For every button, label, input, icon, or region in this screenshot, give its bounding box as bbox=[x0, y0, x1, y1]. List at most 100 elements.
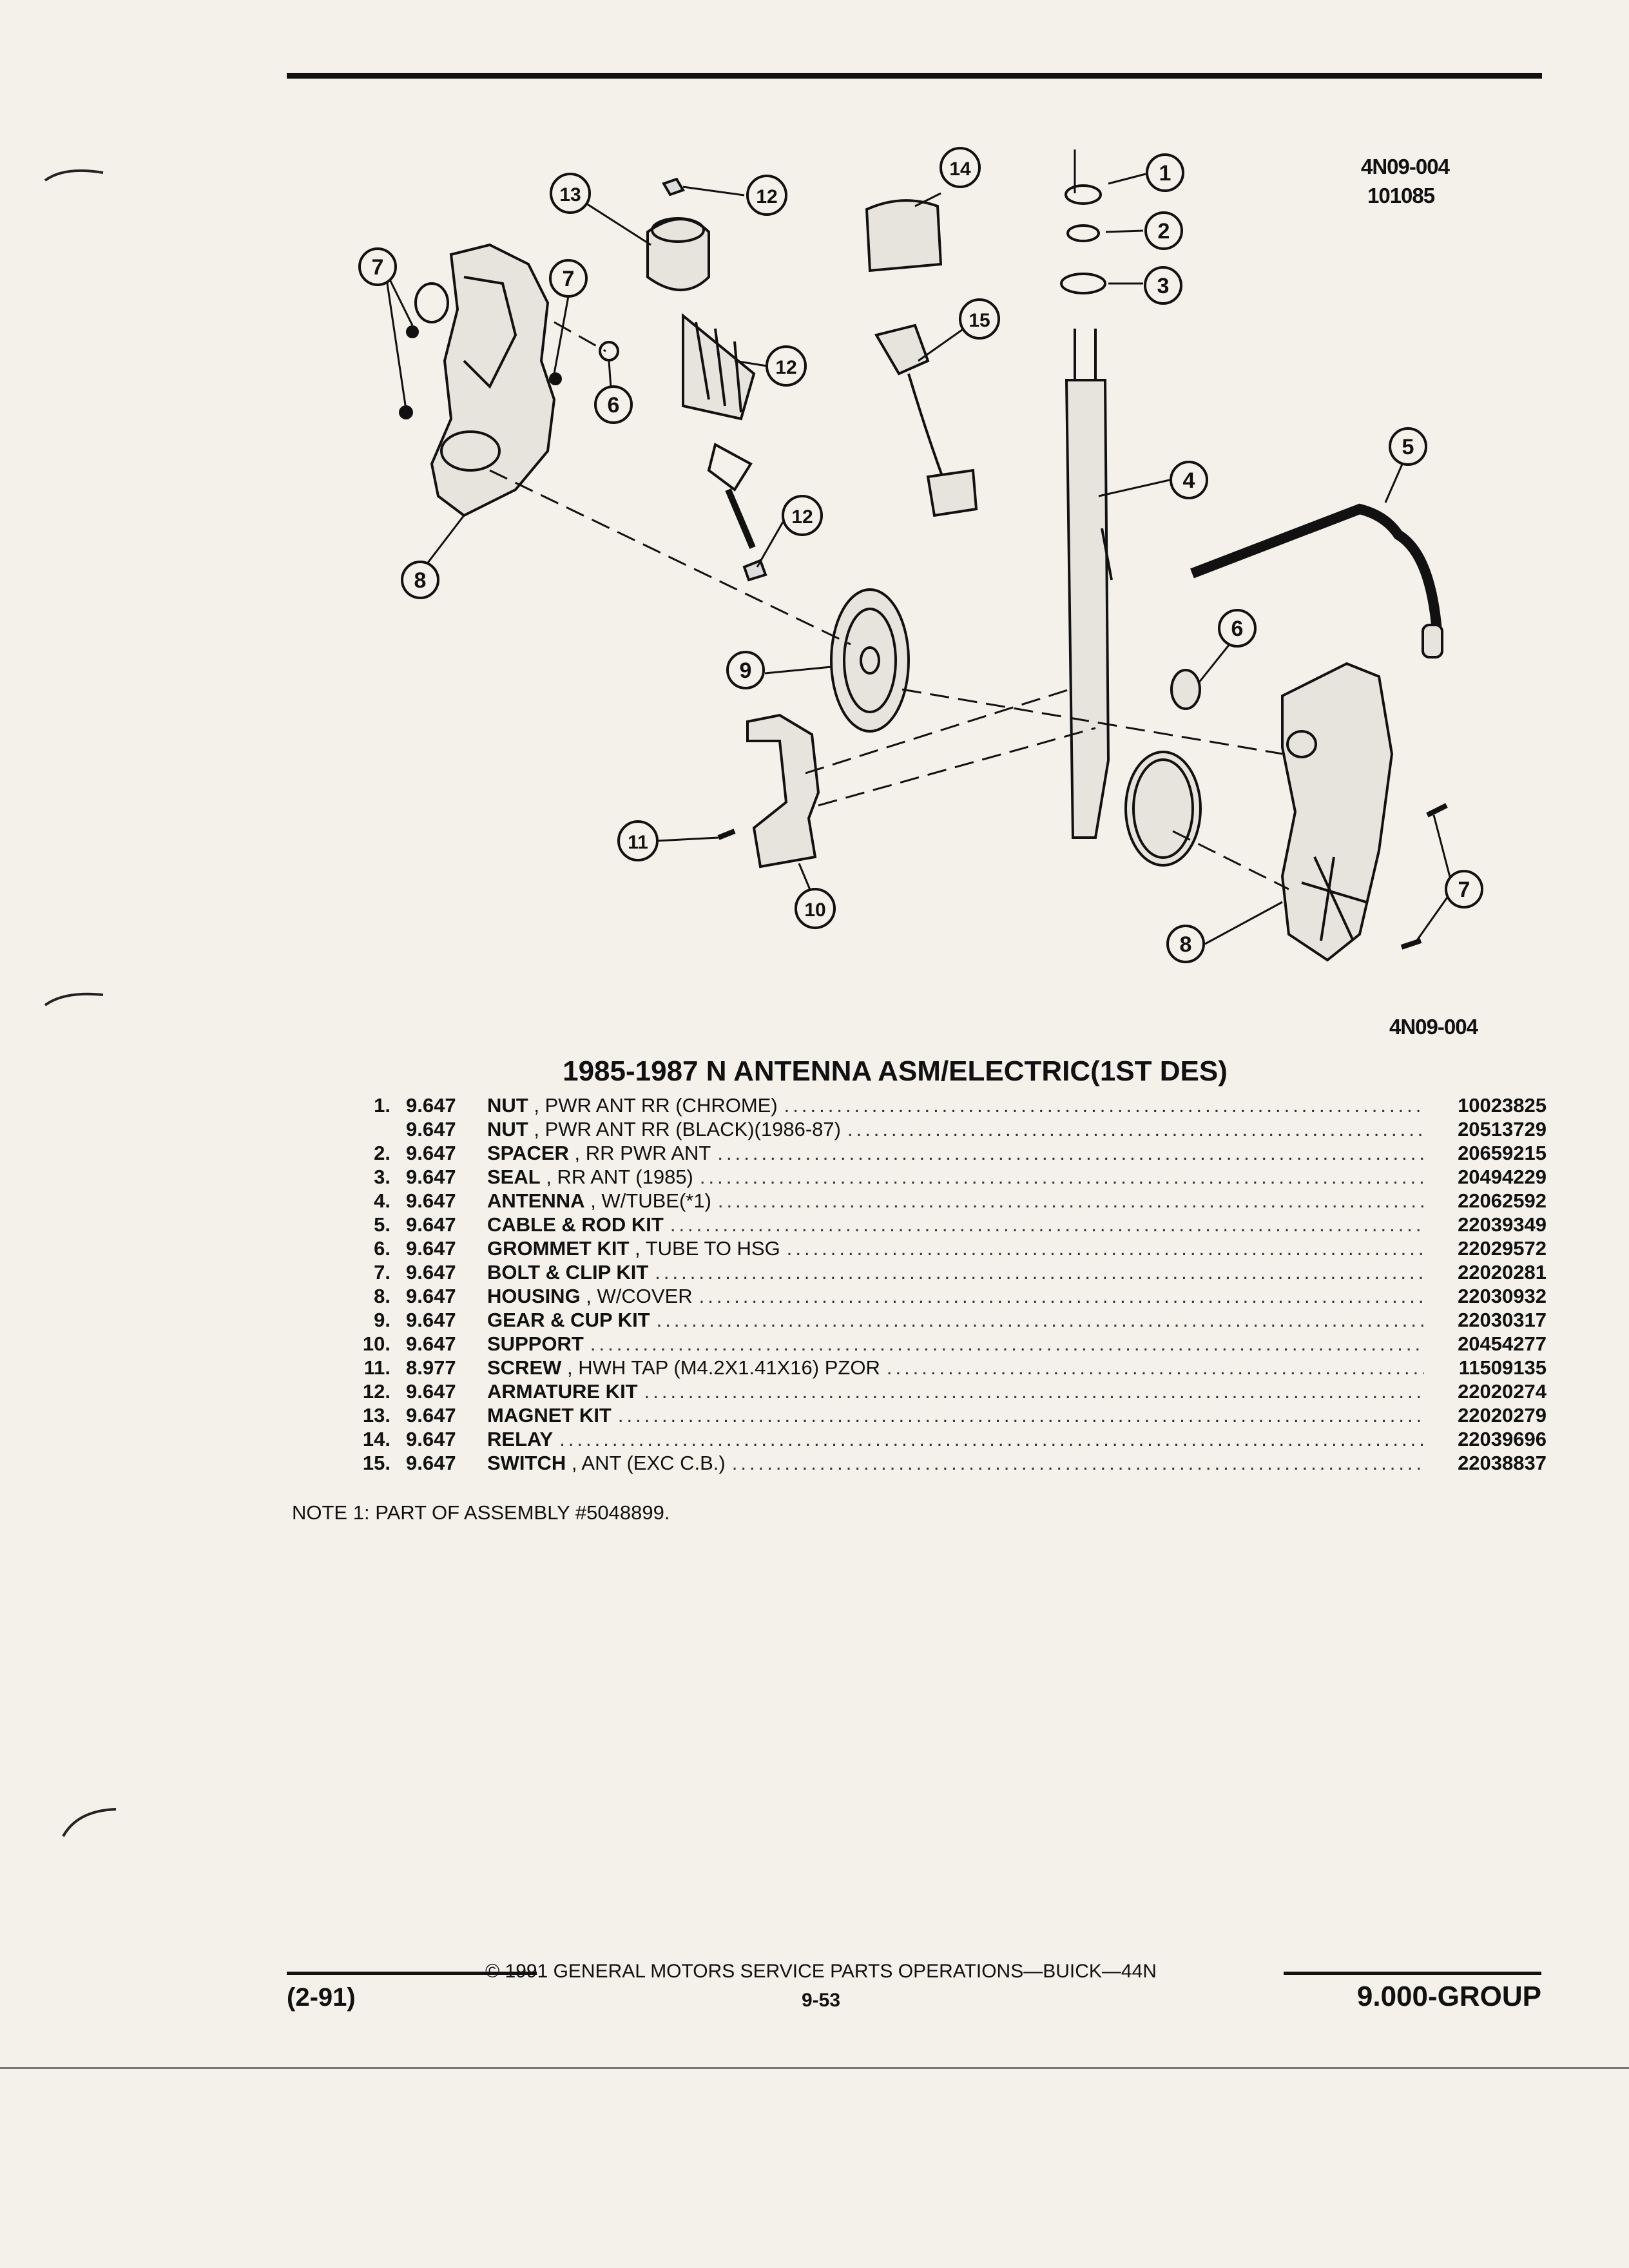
group-number: 9.647 bbox=[406, 1285, 456, 1307]
item-number: 9. bbox=[374, 1309, 390, 1331]
part-detail: , ANT (EXC C.B.) bbox=[571, 1452, 726, 1474]
group-number: 8.977 bbox=[406, 1356, 456, 1379]
group-number: 9.647 bbox=[406, 1309, 456, 1331]
svg-text:13: 13 bbox=[559, 184, 581, 206]
callout-11: 11 bbox=[617, 820, 659, 861]
callout-12c: 12 bbox=[782, 495, 823, 536]
callout-3: 3 bbox=[1144, 266, 1182, 305]
part-name: SCREW bbox=[487, 1356, 562, 1379]
part-number: 22030932 bbox=[1458, 1285, 1547, 1307]
footer-page-number: 9-53 bbox=[801, 1990, 841, 2011]
part-description: GEAR & CUP KIT bbox=[487, 1309, 1424, 1332]
item-number: 13. bbox=[362, 1404, 390, 1427]
part-name: MAGNET KIT bbox=[487, 1404, 612, 1427]
part-description: BOLT & CLIP KIT bbox=[487, 1261, 1424, 1284]
part-detail: , TUBE TO HSG bbox=[635, 1237, 780, 1260]
group-number: 9.647 bbox=[406, 1332, 456, 1355]
item-number: 14. bbox=[362, 1428, 390, 1450]
part-name: ARMATURE KIT bbox=[487, 1380, 638, 1403]
part-number: 22062592 bbox=[1458, 1189, 1547, 1212]
svg-text:5: 5 bbox=[1402, 435, 1414, 459]
part-name: NUT bbox=[487, 1118, 528, 1140]
part-number: 20454277 bbox=[1458, 1332, 1547, 1355]
svg-text:12: 12 bbox=[791, 506, 813, 528]
part-number: 22020281 bbox=[1458, 1261, 1547, 1283]
diagram-ref-code: 4N09-004 bbox=[1361, 155, 1450, 178]
item-number: 6. bbox=[374, 1237, 390, 1260]
svg-text:12: 12 bbox=[756, 186, 777, 207]
footer-group: 9.000-GROUP bbox=[1356, 1981, 1541, 2012]
footer-rule-left bbox=[287, 1972, 537, 1975]
group-number: 9.647 bbox=[406, 1380, 456, 1403]
part-number: 22030317 bbox=[1458, 1309, 1547, 1331]
svg-text:8: 8 bbox=[1180, 932, 1192, 957]
part-number: 20513729 bbox=[1458, 1118, 1547, 1140]
dot-leader bbox=[778, 1094, 1424, 1117]
dot-leader bbox=[648, 1261, 1424, 1284]
item-number: 2. bbox=[374, 1142, 390, 1164]
svg-text:12: 12 bbox=[775, 357, 796, 378]
part-description: SUPPORT bbox=[487, 1332, 1424, 1356]
part-description: RELAY bbox=[487, 1428, 1424, 1451]
callout-15: 15 bbox=[959, 298, 1000, 340]
part-name: HOUSING bbox=[487, 1285, 581, 1307]
dot-leader bbox=[726, 1452, 1424, 1475]
group-number: 9.647 bbox=[406, 1118, 456, 1140]
item-number: 1. bbox=[374, 1094, 390, 1117]
item-number: 7. bbox=[374, 1261, 390, 1283]
svg-text:9: 9 bbox=[740, 658, 752, 683]
svg-text:6: 6 bbox=[608, 393, 620, 418]
svg-text:7: 7 bbox=[1458, 878, 1470, 902]
part-description: SPACER , RR PWR ANT bbox=[487, 1142, 1424, 1165]
svg-text:15: 15 bbox=[969, 310, 990, 331]
part-description: SWITCH , ANT (EXC C.B.) bbox=[487, 1452, 1424, 1475]
exploded-parts-diagram: 1 2 3 4 5 6 6 7 7 7 8 8 9 10 11 12 12 12… bbox=[358, 147, 1483, 963]
svg-text:2: 2 bbox=[1158, 219, 1170, 244]
part-name: SUPPORT bbox=[487, 1332, 584, 1355]
part-name: SEAL bbox=[487, 1166, 541, 1188]
svg-text:11: 11 bbox=[628, 832, 648, 853]
part-detail: , W/COVER bbox=[586, 1285, 693, 1307]
footer-rule-right bbox=[1284, 1972, 1541, 1975]
part-name: SPACER bbox=[487, 1142, 569, 1164]
part-description: NUT , PWR ANT RR (BLACK)(1986-87) bbox=[487, 1118, 1424, 1141]
callout-4: 4 bbox=[1170, 461, 1208, 499]
svg-text:4: 4 bbox=[1183, 468, 1195, 493]
dot-leader bbox=[841, 1118, 1424, 1141]
item-number: 11. bbox=[363, 1356, 390, 1379]
item-number: 12. bbox=[362, 1380, 390, 1403]
dot-leader bbox=[693, 1285, 1424, 1308]
part-name: ANTENNA bbox=[487, 1189, 585, 1212]
part-description: ARMATURE KIT bbox=[487, 1380, 1424, 1403]
callout-13: 13 bbox=[550, 173, 591, 214]
callout-2: 2 bbox=[1144, 211, 1183, 250]
part-number: 11509135 bbox=[1458, 1356, 1547, 1379]
part-detail: , W/TUBE(*1) bbox=[590, 1189, 711, 1212]
group-number: 9.647 bbox=[406, 1237, 456, 1260]
dot-leader bbox=[638, 1380, 1424, 1403]
callout-8: 8 bbox=[401, 561, 439, 599]
part-number: 22020274 bbox=[1458, 1380, 1547, 1403]
svg-text:1: 1 bbox=[1159, 161, 1171, 186]
part-name: SWITCH bbox=[487, 1452, 566, 1474]
footer-copyright: © 1991 GENERAL MOTORS SERVICE PARTS OPER… bbox=[485, 1961, 1157, 1982]
part-name: CABLE & ROD KIT bbox=[487, 1213, 664, 1236]
dot-leader bbox=[612, 1404, 1424, 1427]
part-name: GEAR & CUP KIT bbox=[487, 1309, 650, 1331]
dot-leader bbox=[650, 1309, 1424, 1332]
diagram-ref-date: 101085 bbox=[1367, 184, 1435, 207]
group-number: 9.647 bbox=[406, 1404, 456, 1427]
callout-6b: 6 bbox=[1218, 609, 1257, 648]
callout-9: 9 bbox=[726, 651, 765, 689]
part-name: RELAY bbox=[487, 1428, 554, 1450]
svg-text:8: 8 bbox=[414, 568, 427, 593]
callout-8b: 8 bbox=[1166, 925, 1205, 963]
parts-row: 9.647 NUT , PWR ANT RR (BLACK)(1986-87) 20… bbox=[348, 1118, 1547, 1142]
dot-leader bbox=[711, 1142, 1424, 1165]
part-detail: , PWR ANT RR (BLACK)(1986-87) bbox=[534, 1118, 841, 1140]
